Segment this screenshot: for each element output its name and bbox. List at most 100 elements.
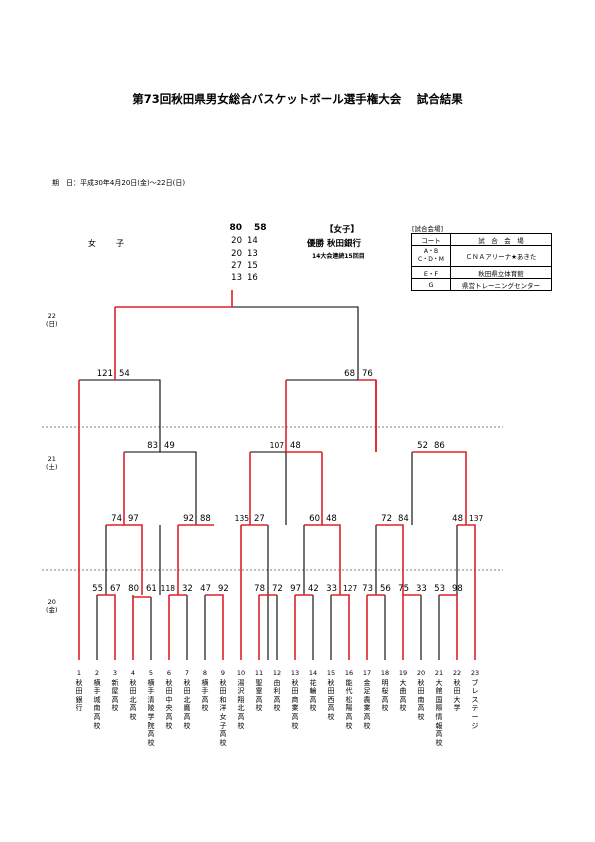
champion-name: 優勝 秋田銀行 — [307, 239, 361, 249]
champion-heading: 【女子】 — [325, 225, 360, 235]
final-left-total: 80 — [229, 223, 242, 233]
team-name: 秋田銀行 — [75, 678, 83, 713]
team-name: 金足農業高校 — [363, 678, 371, 730]
team-number: 21 — [434, 669, 444, 677]
team-name: 秋田和洋女子高校 — [219, 678, 227, 747]
team-number: 20 — [416, 669, 426, 677]
score: 98 — [452, 584, 463, 594]
score: 48 — [452, 514, 463, 524]
team-name: 秋田北鷹高校 — [183, 678, 191, 730]
venue-row: G 県営トレーニングセンター — [411, 278, 552, 291]
division-label: 女 子 — [88, 239, 130, 248]
final-q2-right: 13 — [247, 249, 258, 259]
team-number: 15 — [326, 669, 336, 677]
final-right-total: 58 — [254, 223, 267, 233]
score: 33 — [326, 584, 337, 594]
team-name: 秋田商業高校 — [291, 678, 299, 730]
score: 97 — [128, 514, 139, 524]
score: 88 — [200, 514, 211, 524]
score: 121 — [96, 369, 113, 379]
event-period: 期 日：平成30年4月20日(金)～22日(日) — [52, 179, 186, 187]
team-number: 19 — [398, 669, 408, 677]
team-number: 23 — [470, 669, 480, 677]
team-number: 7 — [184, 669, 190, 677]
day-label-22: 22 (日) — [46, 312, 58, 328]
score: 72 — [381, 514, 392, 524]
score: 80 — [128, 584, 139, 594]
team-number: 2 — [94, 669, 100, 677]
score: 52 — [417, 441, 428, 451]
score: 118 — [160, 584, 175, 593]
score: 86 — [434, 441, 445, 451]
winner-lines — [78, 290, 476, 660]
day-number: 21 — [47, 455, 56, 463]
team-number: 1 — [76, 669, 82, 677]
team-name: 横手清陵学院高校 — [147, 678, 155, 747]
team-number: 16 — [344, 669, 354, 677]
score: 53 — [434, 584, 445, 594]
team-name: 秋田南高校 — [417, 678, 425, 721]
score: 48 — [290, 441, 301, 451]
team-number: 14 — [308, 669, 318, 677]
team-name: 花輪高校 — [309, 678, 317, 713]
score: 42 — [308, 584, 319, 594]
team-number: 12 — [272, 669, 282, 677]
day-of-week: (金) — [46, 606, 58, 614]
score: 67 — [110, 584, 121, 594]
score: 49 — [164, 441, 175, 451]
score: 92 — [183, 514, 194, 524]
venue-name: 県営トレーニングセンター — [450, 278, 552, 291]
score: 127 — [343, 584, 358, 593]
day-of-week: (日) — [46, 320, 58, 328]
score: 84 — [398, 514, 409, 524]
team-number: 22 — [452, 669, 462, 677]
day-label-20: 20 (金) — [46, 598, 58, 614]
score: 55 — [92, 584, 103, 594]
score: 72 — [272, 584, 283, 594]
score: 27 — [254, 514, 265, 524]
final-q4-right: 16 — [247, 273, 258, 283]
venue-court: A・B C・D・M — [411, 245, 451, 267]
team-number: 4 — [130, 669, 136, 677]
score: 32 — [182, 584, 193, 594]
score: 61 — [146, 584, 157, 594]
team-name: 能代松陽高校 — [345, 678, 353, 730]
final-q1-left: 20 — [231, 236, 242, 246]
final-q3-left: 27 — [231, 261, 242, 271]
team-name: 聖霊高校 — [255, 678, 263, 713]
team-number: 13 — [290, 669, 300, 677]
day-of-week: (土) — [46, 463, 58, 471]
score: 48 — [326, 514, 337, 524]
team-name: 由利高校 — [273, 678, 281, 713]
day-number: 22 — [47, 312, 56, 320]
venue-caption: [試合会場] — [412, 225, 444, 233]
final-q1-right: 14 — [247, 236, 258, 246]
team-number: 8 — [202, 669, 208, 677]
champion-streak: 14大会連続15回目 — [312, 253, 365, 260]
score: 75 — [398, 584, 409, 594]
team-name: 明桜高校 — [381, 678, 389, 713]
final-q3-right: 15 — [247, 261, 258, 271]
score: 47 — [200, 584, 211, 594]
team-name: 秋田西高校 — [327, 678, 335, 721]
score: 137 — [469, 514, 484, 523]
team-name: 大館国際情報高校 — [435, 678, 443, 747]
page-title: 第73回秋田県男女総合バスケットボール選手権大会 試合結果 — [132, 92, 463, 106]
score: 60 — [309, 514, 320, 524]
team-number: 17 — [362, 669, 372, 677]
score: 68 — [344, 369, 355, 379]
